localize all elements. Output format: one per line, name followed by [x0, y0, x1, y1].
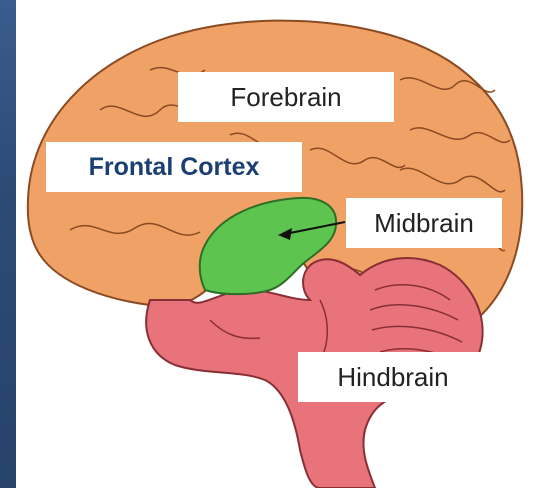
forebrain-label: Forebrain — [178, 72, 394, 122]
forebrain-text: Forebrain — [230, 82, 341, 113]
hindbrain-label: Hindbrain — [298, 352, 488, 402]
frontal-cortex-label: Frontal Cortex — [46, 142, 302, 192]
hindbrain-text: Hindbrain — [337, 362, 448, 393]
midbrain-label: Midbrain — [346, 198, 502, 248]
frontal-cortex-text: Frontal Cortex — [89, 153, 260, 182]
midbrain-text: Midbrain — [374, 208, 474, 239]
